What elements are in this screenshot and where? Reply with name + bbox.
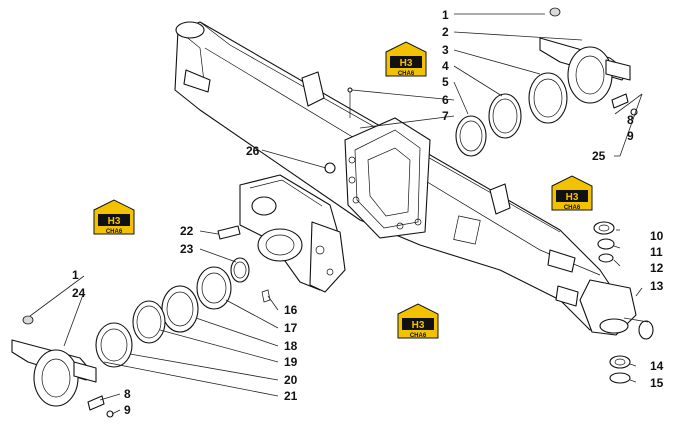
callout-4: 4 [442, 59, 449, 73]
badge-top: H3 [108, 216, 121, 227]
callout-19: 19 [284, 355, 298, 369]
badge-bottom: CHA6 [410, 333, 427, 339]
callout-22: 22 [180, 224, 194, 238]
callout-10: 10 [650, 229, 664, 243]
callout-8b: 8 [124, 387, 131, 401]
callout-11: 11 [650, 245, 663, 259]
badge-h3-3: H3 CHA6 [93, 199, 135, 235]
axle-beam [174, 21, 637, 336]
callout-20: 20 [284, 373, 298, 387]
bearing-rings-upper [455, 72, 568, 157]
callout-8: 8 [627, 113, 634, 127]
callout-16: 16 [284, 303, 298, 317]
leader-lines [29, 13, 649, 415]
badge-h3-2: H3 CHA6 [551, 175, 593, 211]
bolt-washer-upper [611, 93, 638, 116]
callout-9b: 9 [124, 403, 131, 417]
callout-labels: 1 2 3 4 5 6 7 8 9 25 26 10 11 12 13 22 2… [72, 8, 664, 417]
callout-18: 18 [284, 339, 298, 353]
callout-1b: 1 [72, 268, 79, 282]
callout-14: 14 [650, 359, 664, 373]
callout-13: 13 [650, 279, 664, 293]
bolt-22 [217, 225, 241, 240]
callout-23: 23 [180, 242, 194, 256]
badge-bottom: CHA6 [398, 71, 415, 77]
hub-carrier [239, 174, 346, 293]
callout-24: 24 [72, 286, 86, 300]
callout-3: 3 [442, 43, 449, 57]
lower-bearing-cap [11, 315, 114, 418]
callout-21: 21 [284, 389, 298, 403]
callout-7: 7 [442, 109, 449, 123]
callout-12: 12 [650, 261, 664, 275]
badge-bottom: CHA6 [106, 229, 123, 235]
washers-right [593, 221, 654, 384]
badge-top: H3 [400, 58, 413, 69]
callout-6: 6 [442, 93, 449, 107]
callout-17: 17 [284, 321, 298, 335]
badge-bottom: CHA6 [564, 205, 581, 211]
upper-bearing-cap [539, 7, 631, 104]
callout-26: 26 [246, 144, 260, 158]
seal-23-and-rings [95, 257, 271, 368]
callout-15: 15 [650, 376, 664, 390]
badge-h3-4: H3 CHA6 [397, 303, 439, 339]
badge-top: H3 [412, 320, 425, 331]
callout-5: 5 [442, 75, 449, 89]
callout-25: 25 [592, 149, 606, 163]
callout-2: 2 [442, 25, 449, 39]
badge-top: H3 [566, 192, 579, 203]
callout-1: 1 [442, 8, 449, 22]
badge-h3-1: H3 CHA6 [385, 41, 427, 77]
plug-26 [324, 87, 353, 174]
callout-9: 9 [627, 129, 634, 143]
